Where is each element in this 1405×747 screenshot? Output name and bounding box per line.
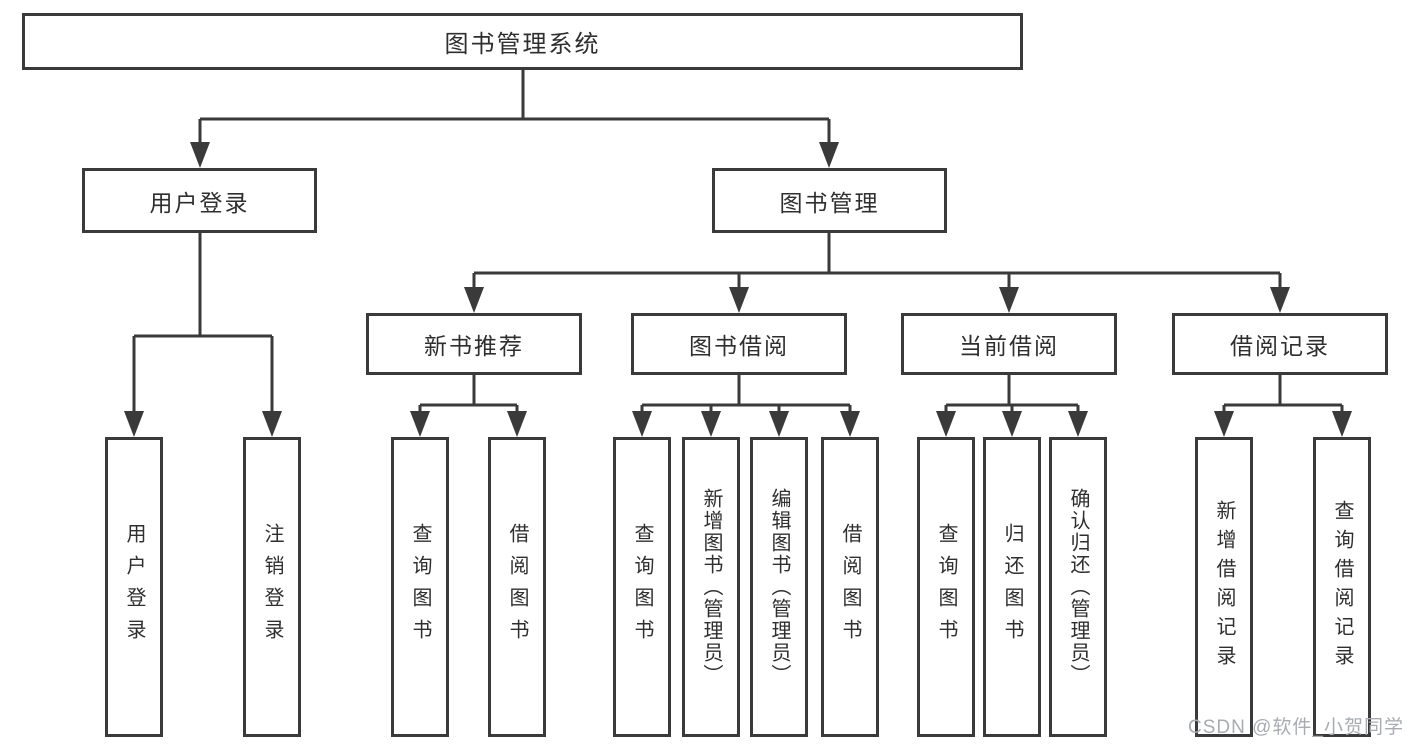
leaf-label: 查询图书 <box>409 523 431 651</box>
node-book-management: 图书管理 <box>712 168 947 233</box>
leaf-label: 注销登录 <box>261 523 283 651</box>
node-book-borrow: 图书借阅 <box>631 313 847 375</box>
node-user-login: 用户登录 <box>82 168 317 233</box>
leaf-borrow-add-books-admin: 新增图书（管理员） <box>682 437 740 737</box>
leaf-recommend-borrow-books: 借阅图书 <box>488 437 546 737</box>
trunk-current <box>946 375 1078 407</box>
leaf-borrow-borrow-books: 借阅图书 <box>821 437 879 737</box>
leaf-recommend-query-books: 查询图书 <box>391 437 449 737</box>
leaf-label: 编辑图书（管理员） <box>768 488 790 686</box>
csdn-watermark: CSDN @软件_小贺同学 <box>1188 717 1404 738</box>
leaf-label: 新增图书（管理员） <box>700 488 722 686</box>
node-label: 新书推荐 <box>424 333 524 359</box>
node-root-system: 图书管理系统 <box>22 13 1023 70</box>
leaf-borrow-query-books: 查询图书 <box>613 437 671 737</box>
leaf-user-login: 用户登录 <box>105 437 163 737</box>
arrowheads <box>124 142 1352 437</box>
leaf-current-return-books: 归还图书 <box>983 437 1041 737</box>
leaf-borrow-edit-books-admin: 编辑图书（管理员） <box>750 437 808 737</box>
leaf-current-confirm-return-admin: 确认归还（管理员） <box>1049 437 1107 737</box>
leaf-label: 查询图书 <box>935 523 957 651</box>
leaf-label: 查询借阅记录 <box>1331 500 1353 674</box>
node-label: 图书借阅 <box>689 333 789 359</box>
trunk-borrow <box>642 375 850 407</box>
leaf-label: 新增借阅记录 <box>1213 500 1235 674</box>
leaf-label: 确认归还（管理员） <box>1067 488 1089 686</box>
node-label: 借阅记录 <box>1230 333 1330 359</box>
leaf-label: 用户登录 <box>123 523 145 651</box>
leaf-records-add-record: 新增借阅记录 <box>1195 437 1253 737</box>
trunk-recommend <box>420 375 517 407</box>
leaf-label: 归还图书 <box>1001 523 1023 651</box>
node-label: 图书管理系统 <box>444 31 601 58</box>
node-new-book-recommend: 新书推荐 <box>366 313 582 375</box>
trunk-root <box>200 68 829 121</box>
trunk-records <box>1224 375 1342 407</box>
leaf-current-query-books: 查询图书 <box>917 437 975 737</box>
node-borrow-records: 借阅记录 <box>1172 313 1388 375</box>
leaf-label: 借阅图书 <box>506 523 528 651</box>
node-label: 用户登录 <box>149 189 250 216</box>
trunk-book-mgmt <box>474 233 1280 275</box>
leaf-logout: 注销登录 <box>243 437 301 737</box>
leaf-records-query-record: 查询借阅记录 <box>1313 437 1371 737</box>
leaf-label: 借阅图书 <box>839 523 861 651</box>
leaf-label: 查询图书 <box>631 523 653 651</box>
trunk-user-login <box>134 233 272 338</box>
node-current-borrow: 当前借阅 <box>901 313 1117 375</box>
node-label: 图书管理 <box>779 189 880 216</box>
node-label: 当前借阅 <box>959 333 1059 359</box>
